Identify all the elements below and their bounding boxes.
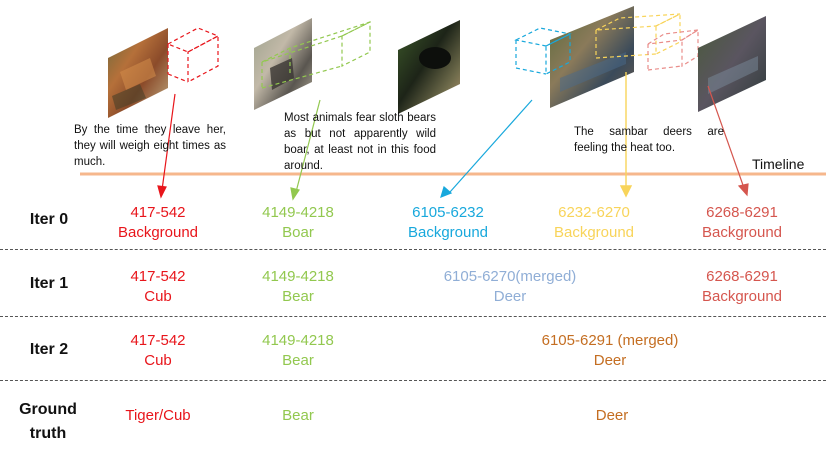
highlight-box-red [166, 27, 220, 83]
row-separator [0, 316, 826, 317]
cell-iter1-seg4: 6268-6291 Background [682, 267, 802, 307]
cell-iter1-seg3: 6105-6270(merged) Deer [420, 267, 600, 307]
timeline-label: Timeline [752, 156, 805, 172]
frame-thumbnail-deer-2 [698, 16, 766, 112]
cell-iter0-seg5: 6268-6291 Background [682, 203, 802, 243]
row-label-iter-0: Iter 0 [29, 211, 69, 228]
segment-range: 6105-6291 (merged) [541, 332, 679, 349]
cell-iter1-seg1: 417-542 Cub [100, 267, 216, 307]
segment-range: 417-542 [130, 268, 186, 285]
cell-iter0-seg1: 417-542 Background [100, 203, 216, 243]
segment-label: Background [117, 224, 199, 241]
arrow-red [157, 93, 176, 199]
row-label-ground-truth: Ground truth [6, 398, 90, 446]
segment-label: Background [701, 288, 783, 305]
segment-range: 6105-6270(merged) [443, 268, 577, 285]
cell-iter0-seg2: 4149-4218 Boar [240, 203, 356, 243]
segment-range: 6268-6291 [706, 268, 778, 285]
frame-thumbnail-bear [398, 20, 460, 114]
row-label-iter-1: Iter 1 [29, 275, 69, 292]
segment-label: Background [701, 224, 783, 241]
cell-gt-seg3: Deer [552, 406, 672, 426]
segment-label: Deer [595, 407, 629, 424]
segment-label: Bear [282, 288, 314, 305]
arrow-yellow [619, 72, 633, 198]
row-label-iter-2: Iter 2 [29, 341, 69, 358]
segment-label: Bear [282, 352, 314, 369]
segment-label: Bear [282, 407, 314, 424]
segment-label: Deer [593, 352, 627, 369]
segment-range: 6105-6232 [412, 204, 484, 221]
frame-thumbnail-deer-1 [550, 6, 634, 108]
segment-range: 6268-6291 [706, 204, 778, 221]
segment-label: Tiger/Cub [125, 407, 191, 424]
row-separator [0, 249, 826, 250]
caption-deer: The sambar deers are feeling the heat to… [574, 126, 724, 154]
arrow-cyan [440, 99, 533, 199]
segment-label: Background [553, 224, 635, 241]
cell-iter2-seg3: 6105-6291 (merged) Deer [510, 331, 710, 371]
arrow-green [290, 99, 321, 201]
row-label-truth: truth [29, 425, 67, 442]
highlight-box-cyan [514, 27, 572, 75]
segment-label: Background [407, 224, 489, 241]
highlight-box-yellow [595, 13, 681, 59]
row-label-ground: Ground [19, 401, 77, 418]
cell-iter2-seg1: 417-542 Cub [100, 331, 216, 371]
row-separator [0, 380, 826, 381]
caption-tiger: By the time they leave her, they will we… [74, 124, 226, 168]
segment-label: Deer [493, 288, 527, 305]
cell-iter0-seg4: 6232-6270 Background [534, 203, 654, 243]
segment-range: 4149-4218 [262, 268, 334, 285]
segment-label: Cub [144, 288, 172, 305]
cell-gt-seg1: Tiger/Cub [100, 406, 216, 426]
segment-label: Cub [144, 352, 172, 369]
cell-iter0-seg3: 6105-6232 Background [388, 203, 508, 243]
segment-range: 417-542 [130, 204, 186, 221]
frame-thumbnail-boar [254, 18, 312, 110]
segment-range: 4149-4218 [262, 204, 334, 221]
cell-iter1-seg2: 4149-4218 Bear [240, 267, 356, 307]
highlight-box-green [261, 21, 371, 89]
cell-iter2-seg2: 4149-4218 Bear [240, 331, 356, 371]
frame-thumbnail-tiger [108, 28, 168, 118]
segment-range: 6232-6270 [558, 204, 630, 221]
cell-gt-seg2: Bear [240, 406, 356, 426]
segment-label: Boar [282, 224, 314, 241]
segment-range: 4149-4218 [262, 332, 334, 349]
caption-boar: Most animals fear sloth bears as but not… [284, 112, 436, 172]
segment-range: 417-542 [130, 332, 186, 349]
arrow-salmon [707, 85, 749, 197]
